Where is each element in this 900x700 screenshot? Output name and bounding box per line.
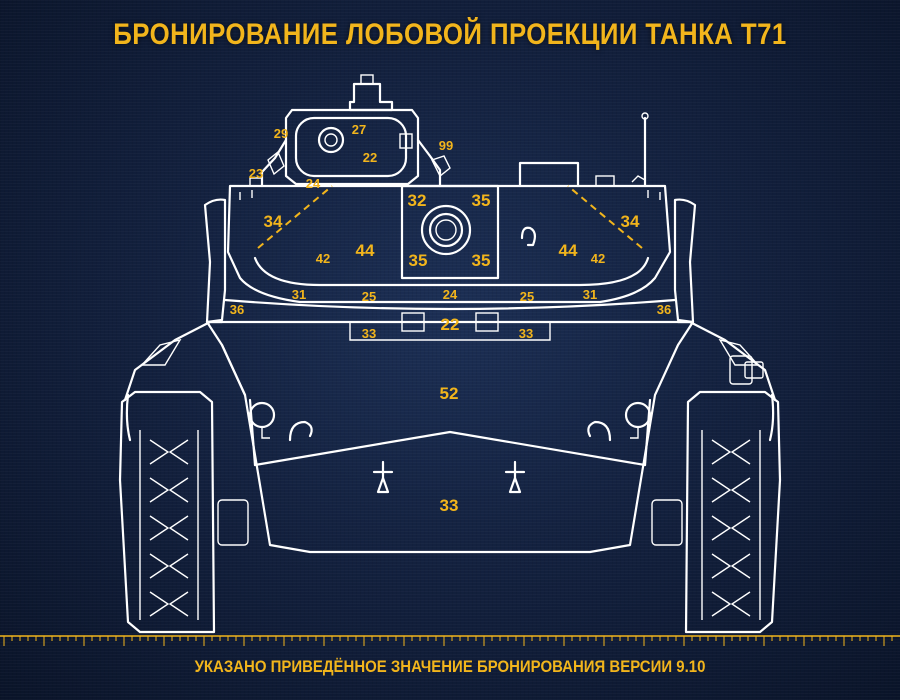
armor-label-turret-cheek-left: 34 [264, 212, 283, 231]
armor-label-cupola: 27 [352, 122, 366, 137]
armor-label-cupola-left: 29 [274, 126, 288, 141]
right-track [684, 390, 782, 634]
armor-label-lower-glacis: 33 [440, 496, 459, 515]
armor-label-turret-left-small: 23 [249, 166, 263, 181]
armor-label-mantlet-top-left: 32 [408, 191, 427, 210]
armor-label-turret-lower-left: 42 [316, 251, 330, 266]
left-fender [123, 320, 224, 402]
armor-label-hull-roof-right: 33 [519, 326, 533, 341]
armor-label-turret-roof-left: 24 [306, 176, 321, 191]
turret [203, 112, 697, 324]
armor-label-turret-front-left: 44 [356, 241, 375, 260]
page-title: БРОНИРОВАНИЕ ЛОБОВОЙ ПРОЕКЦИИ ТАНКА Т71 [113, 18, 787, 51]
ruler [0, 635, 900, 646]
footer-note: УКАЗАНО ПРИВЕДЁННОЕ ЗНАЧЕНИЕ БРОНИРОВАНИ… [194, 657, 706, 676]
armor-label-ring-left-inner: 25 [362, 289, 376, 304]
armor-label-hull-roof-left: 33 [362, 326, 376, 341]
armor-label-turret-front-right: 44 [559, 241, 578, 260]
armor-label-turret-edge-right: 36 [657, 302, 671, 317]
armor-label-ring-right-outer: 31 [583, 287, 597, 302]
armor-label-hull-roof-center: 22 [441, 315, 460, 334]
armor-label-cupola-base: 22 [363, 150, 377, 165]
armor-label-turret-edge-left: 36 [230, 302, 244, 317]
armor-label-turret-lower-right: 42 [591, 251, 605, 266]
hull [205, 312, 695, 554]
armor-label-mantlet-bottom-right: 35 [472, 251, 491, 270]
armor-label-turret-cheek-right: 34 [621, 212, 640, 231]
right-fender [676, 320, 777, 402]
armor-label-upper-glacis: 52 [440, 384, 459, 403]
armor-labels: 27 22 29 23 24 99 34 34 44 44 42 42 32 3… [230, 122, 671, 515]
armor-label-mantlet-bottom-left: 35 [409, 251, 428, 270]
armor-label-ring-left-outer: 31 [292, 287, 306, 302]
commander-cupola [249, 74, 451, 188]
armor-label-ring-right-inner: 25 [520, 289, 534, 304]
armor-label-turret-right-top: 99 [439, 138, 453, 153]
left-track [118, 390, 216, 634]
armor-label-ring-center: 24 [443, 287, 458, 302]
armor-label-mantlet-top-right: 35 [472, 191, 491, 210]
